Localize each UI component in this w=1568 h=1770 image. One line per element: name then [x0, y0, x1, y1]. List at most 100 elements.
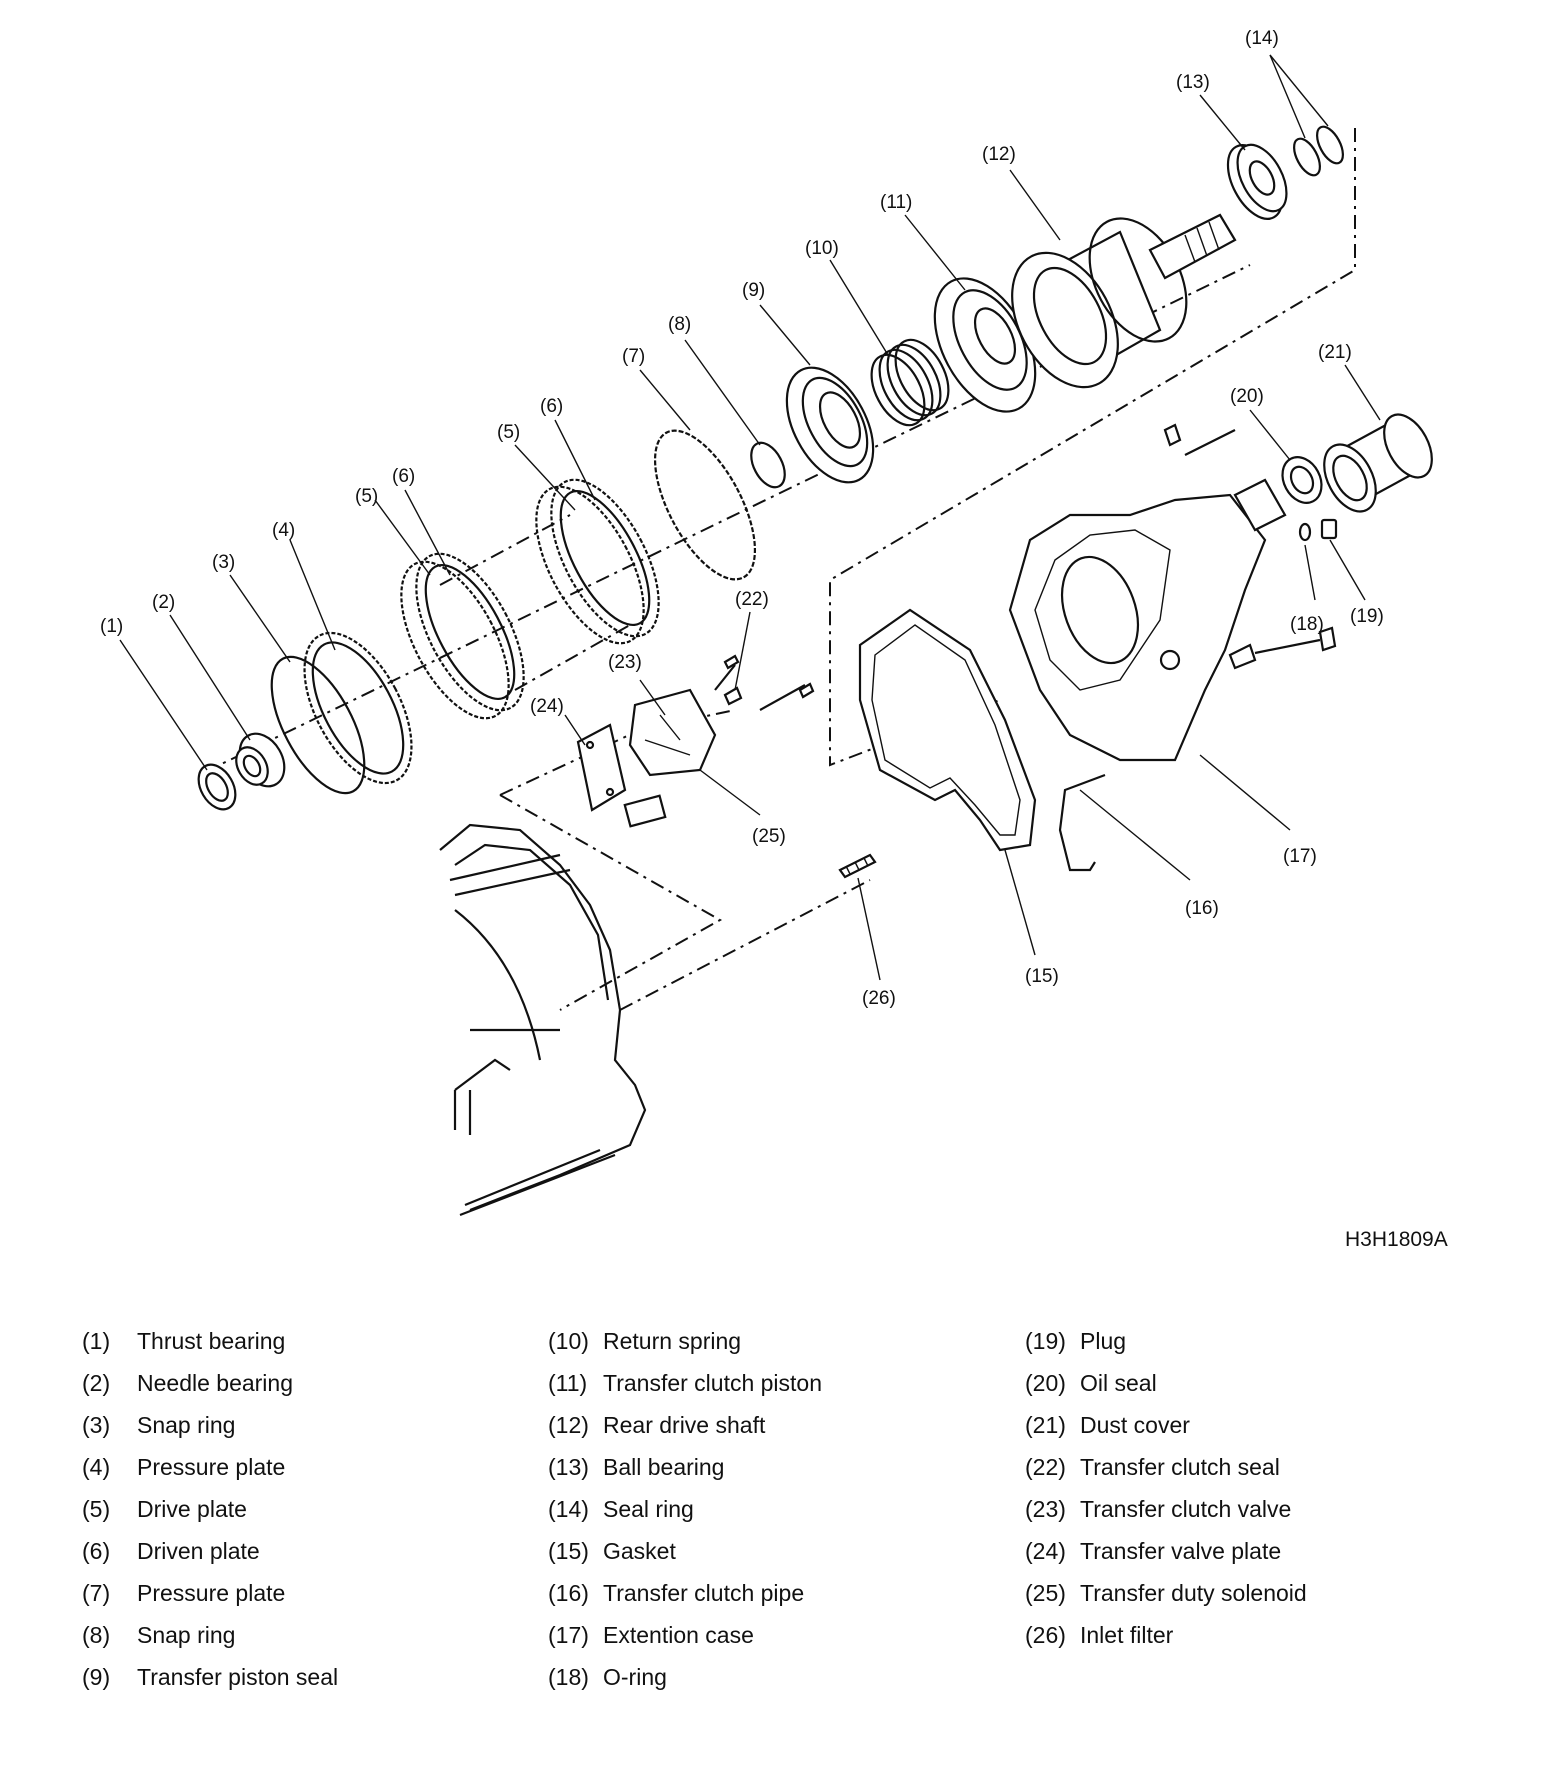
legend-text: Driven plate — [137, 1537, 260, 1564]
legend-num: (26) — [1025, 1621, 1066, 1648]
exploded-view-diagram: (1) (2) (3) (4) (5) (6) (5) (6) (7) (8) … — [100, 28, 1433, 1217]
seal-rings-part — [1293, 125, 1344, 177]
legend-num: (16) — [548, 1579, 589, 1606]
legend-item: (18) O-ring — [548, 1656, 822, 1698]
legend-text: Snap ring — [137, 1411, 236, 1438]
legend-item: (14)Seal ring — [548, 1488, 822, 1530]
legend-num: (12) — [548, 1411, 589, 1438]
legend-text: Ball bearing — [603, 1453, 725, 1480]
legend-item: (23)Transfer clutch valve — [1025, 1488, 1307, 1530]
legend-text: Gasket — [603, 1537, 676, 1564]
legend-text: Snap ring — [137, 1621, 236, 1648]
legend-text: Oil seal — [1080, 1369, 1157, 1396]
callout-7: (7) — [622, 346, 645, 367]
o-ring-part — [1298, 522, 1312, 542]
callout-1: (1) — [100, 616, 123, 637]
callout-19: (19) — [1350, 606, 1384, 627]
frame-line-lower — [499, 794, 723, 1011]
legend-num: (24) — [1025, 1537, 1066, 1564]
legend-num: (15) — [548, 1537, 589, 1564]
dust-cover-part — [1323, 413, 1433, 513]
legend-num: (23) — [1025, 1495, 1066, 1522]
legend-item: (13) Ball bearing — [548, 1446, 822, 1488]
legend-item: (22) Transfer clutch seal — [1025, 1446, 1307, 1488]
callout-24: (24) — [530, 696, 564, 717]
legend-item: (26) Inlet filter — [1025, 1614, 1307, 1656]
legend-num: (21) — [1025, 1411, 1066, 1438]
legend-num: (18) — [548, 1663, 589, 1690]
legend-text: Pressure plate — [137, 1453, 286, 1480]
oil-seal-part — [1281, 456, 1323, 504]
callout-2: (2) — [152, 592, 175, 613]
legend-item: (8)Snap ring — [82, 1614, 338, 1656]
legend-item: (2) Needle bearing — [82, 1362, 338, 1404]
callout-15: (15) — [1025, 966, 1059, 987]
legend-text: Transfer clutch piston — [603, 1369, 823, 1396]
legend-item: (7)Pressure plate — [82, 1572, 338, 1614]
transmission-case — [439, 823, 647, 1217]
callout-17: (17) — [1283, 846, 1317, 867]
needle-bearing-part — [235, 732, 286, 788]
legend-num: (3) — [82, 1411, 111, 1438]
legend-text: Transfer piston seal — [137, 1663, 339, 1690]
callout-22: (22) — [735, 589, 769, 610]
callout-6a: (6) — [392, 466, 415, 487]
legend-text: Plug — [1080, 1327, 1127, 1354]
legend-num: (25) — [1025, 1579, 1066, 1606]
legend-item: (6)Driven plate — [82, 1530, 338, 1572]
legend-num: (13) — [548, 1453, 589, 1480]
legend-num: (14) — [548, 1495, 589, 1522]
legend-item: (21) Dust cover — [1025, 1404, 1307, 1446]
snap-ring-small-part — [750, 441, 786, 489]
callout-18: (18) — [1290, 614, 1324, 635]
plug-part — [1320, 518, 1338, 540]
legend-text: Transfer duty solenoid — [1080, 1579, 1307, 1606]
legend-text: Drive plate — [137, 1495, 247, 1522]
legend-num: (10) — [548, 1327, 589, 1354]
legend-item: (16)Transfer clutch pipe — [548, 1572, 822, 1614]
piston-seal-part — [785, 366, 875, 484]
callout-5a: (5) — [355, 486, 378, 507]
legend-text: Return spring — [603, 1327, 742, 1354]
legend-item: (9)Transfer piston seal — [82, 1656, 338, 1698]
clutch-pipe-part — [1058, 773, 1106, 872]
callout-26: (26) — [862, 988, 896, 1009]
legend-num: (1) — [82, 1327, 111, 1354]
legend-num: (17) — [548, 1621, 589, 1648]
legend-item: (19)Plug — [1025, 1320, 1307, 1362]
callout-8: (8) — [668, 314, 691, 335]
figure-code: H3H1809A — [1345, 1228, 1448, 1251]
legend-num: (5) — [82, 1495, 111, 1522]
legend-item: (12)Rear drive shaft — [548, 1404, 822, 1446]
callout-3: (3) — [212, 552, 235, 573]
callout-13: (13) — [1176, 72, 1210, 93]
legend-num: (2) — [82, 1369, 111, 1396]
legend-num: (11) — [548, 1369, 588, 1396]
legend-item: (3) Snap ring — [82, 1404, 338, 1446]
callout-20: (20) — [1230, 386, 1264, 407]
pressure-plate-part — [303, 631, 413, 785]
legend-text: Extention case — [603, 1621, 754, 1648]
callout-23: (23) — [608, 652, 642, 673]
inlet-filter-part — [838, 853, 877, 879]
legend-text: Needle bearing — [137, 1369, 294, 1396]
legend-text: O-ring — [603, 1663, 667, 1690]
callout-25: (25) — [752, 826, 786, 847]
callout-21: (21) — [1318, 342, 1352, 363]
return-spring-part — [870, 338, 950, 427]
clutch-pack-rear — [535, 478, 660, 645]
legend-item: (11) Transfer clutch piston — [548, 1362, 822, 1404]
legend-text: Inlet filter — [1080, 1621, 1174, 1648]
valve-assembly-part — [576, 654, 815, 828]
rear-drive-shaft-part — [1011, 213, 1237, 389]
legend-text: Dust cover — [1080, 1411, 1190, 1438]
legend-item: (4)Pressure plate — [82, 1446, 338, 1488]
extension-case-part — [1008, 423, 1337, 762]
legend-text: Transfer valve plate — [1080, 1537, 1282, 1564]
legend-text: Transfer clutch seal — [1080, 1453, 1280, 1480]
callout-14: (14) — [1245, 28, 1279, 49]
callout-5b: (5) — [497, 422, 520, 443]
legend-num: (20) — [1025, 1369, 1066, 1396]
callout-6b: (6) — [540, 396, 563, 417]
legend-num: (22) — [1025, 1453, 1066, 1480]
